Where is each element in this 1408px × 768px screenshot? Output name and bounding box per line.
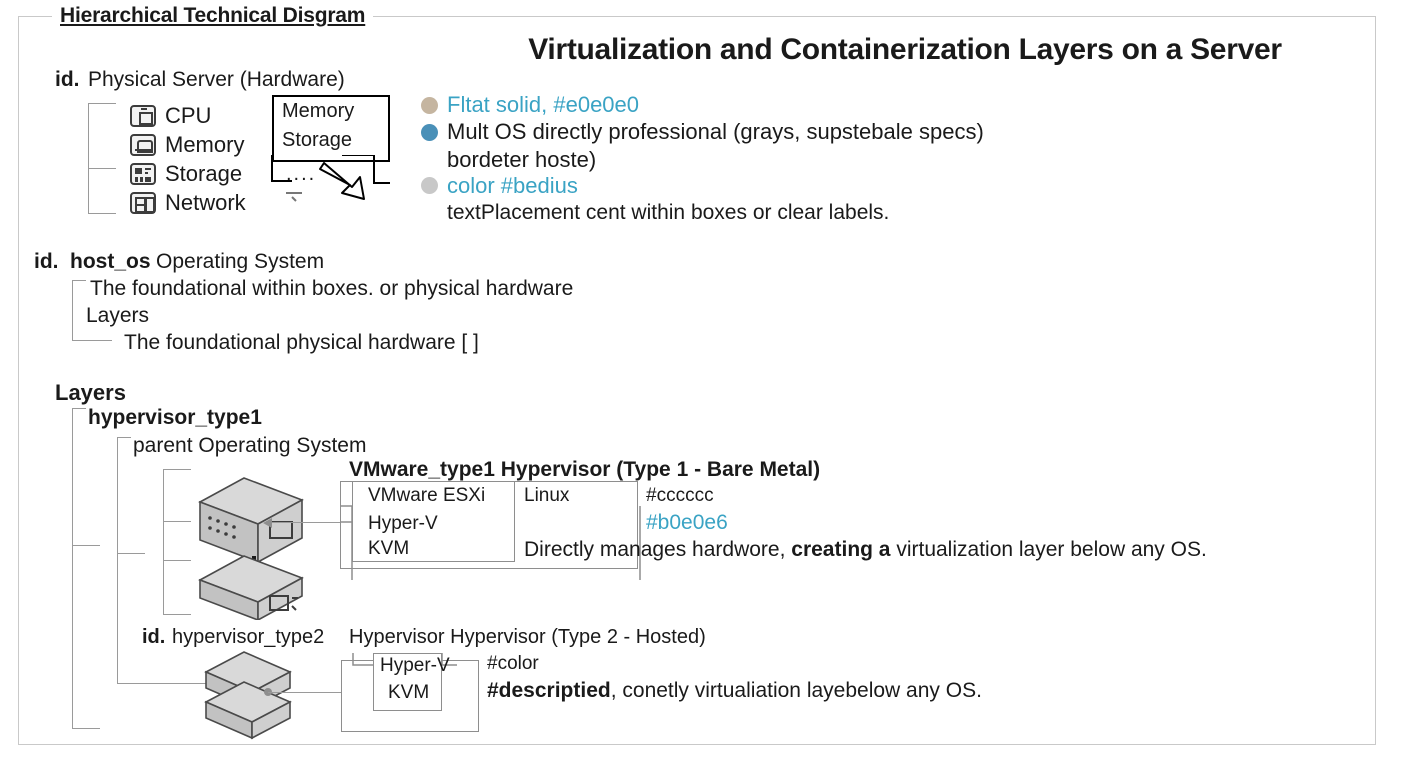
server-tree-top bbox=[163, 469, 191, 470]
callout-line2: Storage bbox=[282, 129, 353, 151]
hypervisor-type1-node: hypervisor_type1 bbox=[88, 406, 262, 429]
host-os-line3: The foundational physical hardware [ ] bbox=[124, 331, 479, 354]
server-tree-mid2 bbox=[163, 560, 191, 561]
type1-color-2: #b0e0e6 bbox=[646, 511, 728, 534]
host-os-line2: Layers bbox=[86, 304, 150, 327]
hw-tree-mid bbox=[88, 168, 116, 169]
layer-stack-icon bbox=[204, 651, 292, 740]
hostos-tree-top bbox=[72, 280, 86, 281]
host-os-id: host_os bbox=[70, 250, 151, 273]
frame-title: Hierarchical Technical Disgram bbox=[52, 4, 374, 28]
parentos-tree-top bbox=[117, 437, 131, 438]
legend-label-2: Mult OS directly professional (grays, su… bbox=[447, 119, 984, 144]
parentos-tree-vline bbox=[117, 437, 118, 683]
hostos-tree-vline bbox=[72, 280, 73, 340]
legend-bullet-3 bbox=[421, 177, 438, 194]
diagram-frame bbox=[18, 16, 1376, 745]
type1-desc-bold: creating a bbox=[791, 538, 891, 561]
type2-product-2: KVM bbox=[388, 682, 430, 703]
type2-bracket bbox=[352, 653, 457, 666]
type1-bracket bbox=[340, 505, 641, 580]
type2-product-1: Hyper-V bbox=[380, 655, 450, 676]
type1-product-1: VMware ESXi bbox=[368, 485, 486, 506]
type2-title-rest: Hypervisor Hypervisor (Type 2 - Hosted) bbox=[349, 626, 706, 648]
legend-label-3: color #bedius bbox=[447, 173, 578, 198]
layers-heading: Layers bbox=[55, 380, 126, 405]
network-label: Network bbox=[165, 190, 246, 215]
hw-tree-vline bbox=[88, 103, 89, 213]
parent-os-label: parent Operating System bbox=[133, 434, 367, 457]
type2-connector bbox=[268, 692, 353, 693]
memory-storage-callout bbox=[272, 95, 390, 162]
callout-tail-icon bbox=[271, 155, 390, 202]
type2-color-label: #color bbox=[487, 653, 539, 674]
memory-label: Memory bbox=[165, 132, 245, 157]
type1-desc-plain1: Directly manages hardwore, bbox=[524, 538, 792, 561]
legend-bullet-2 bbox=[421, 124, 438, 141]
legend-label-2-line2: bordeter hoste) bbox=[447, 147, 597, 172]
type1-products-box bbox=[352, 481, 515, 562]
parentos-tree-bottom bbox=[117, 683, 217, 684]
callout-ellipsis: .... bbox=[286, 163, 317, 185]
legend-label-1: Fltat solid, #e0e0e0 bbox=[447, 92, 640, 117]
cpu-icon bbox=[130, 105, 156, 127]
host-os-id-prefix: id. bbox=[34, 250, 59, 273]
type1-product-2: Hyper-V bbox=[368, 513, 438, 534]
type1-linux-label: Linux bbox=[524, 485, 570, 506]
layers-tree-vline bbox=[72, 408, 73, 728]
type1-desc-plain2: virtualization layer below any OS. bbox=[890, 538, 1207, 561]
vmware-type1-title: VMware_type1 Hypervisor (Type 1 - Bare M… bbox=[349, 458, 821, 481]
hw-tree-top bbox=[88, 103, 116, 104]
hw-tree-bottom bbox=[88, 213, 116, 214]
server-tree-mid1 bbox=[163, 521, 191, 522]
physical-server-id-prefix: id. bbox=[55, 68, 80, 91]
server-stack-icon bbox=[198, 477, 304, 620]
server-tree-vline bbox=[163, 469, 164, 614]
type1-description: Directly manages hardwore, creating a vi… bbox=[524, 538, 1207, 562]
callout-line1: Memory bbox=[282, 100, 355, 122]
type2-desc-bold: #descriptied bbox=[487, 679, 611, 702]
type2-id-prefix: id. bbox=[142, 626, 166, 648]
layers-tree-top bbox=[72, 408, 86, 409]
host-os-line1: The foundational within boxes. or physic… bbox=[90, 277, 574, 300]
storage-label: Storage bbox=[165, 161, 243, 186]
legend-label-3-line2: textPlacement cent within boxes or clear… bbox=[447, 201, 890, 224]
type1-product-3: KVM bbox=[368, 538, 410, 559]
layers-tree-bottom bbox=[72, 728, 100, 729]
arrow-left-icon bbox=[263, 518, 272, 528]
type2-desc-rest: , conetly virtualiation layebelow any OS… bbox=[610, 679, 982, 702]
server-tree-bottom bbox=[163, 614, 191, 615]
physical-server-heading: Physical Server (Hardware) bbox=[88, 68, 345, 91]
cpu-label: CPU bbox=[165, 103, 212, 128]
type2-inner-box bbox=[373, 653, 442, 711]
type2-id: hypervisor_type2 bbox=[172, 626, 325, 648]
memory-icon bbox=[130, 134, 156, 156]
host-os-heading: Operating System bbox=[156, 250, 325, 273]
layers-tree-mid bbox=[72, 545, 100, 546]
parentos-tree-mid bbox=[117, 553, 145, 554]
type1-color-1: #cccccc bbox=[646, 485, 714, 506]
page-title: Virtualization and Containerization Laye… bbox=[528, 33, 1282, 66]
hostos-tree-bottom bbox=[72, 340, 112, 341]
storage-icon bbox=[130, 163, 156, 185]
server-box-connector bbox=[270, 522, 350, 523]
type2-description: #descriptied, conetly virtualiation laye… bbox=[487, 679, 982, 703]
legend-bullet-1 bbox=[421, 97, 438, 114]
network-icon bbox=[130, 192, 156, 214]
